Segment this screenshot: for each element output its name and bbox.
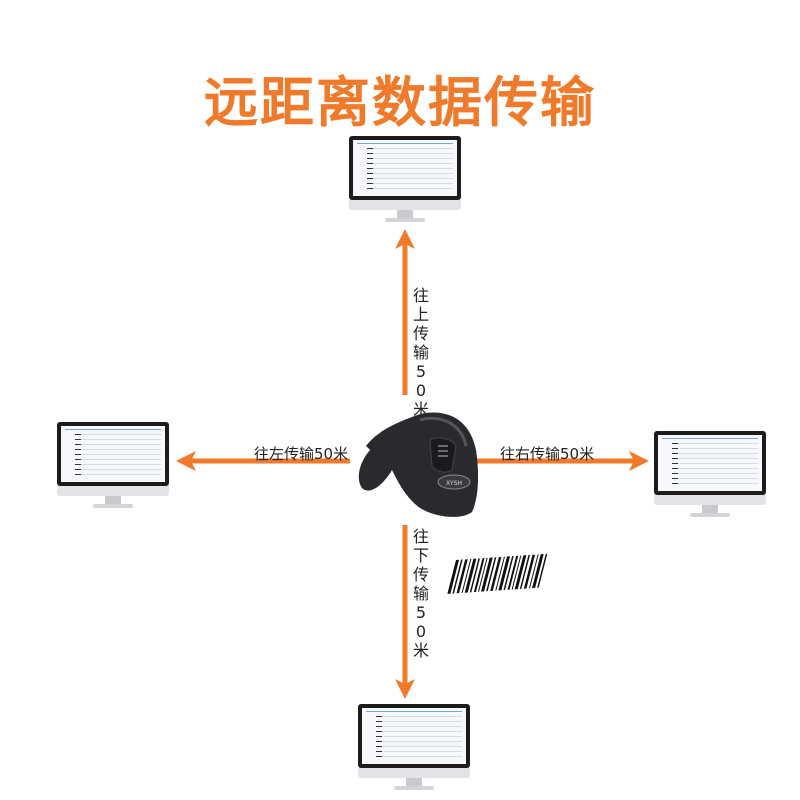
page-title: 远距离数据传输 (204, 71, 596, 134)
desktop-monitor-icon (654, 431, 766, 495)
label-right: 往右传输50米 (500, 445, 595, 463)
monitor-top (349, 136, 461, 224)
monitor-right (654, 431, 766, 519)
label-down: 往下传输50米 (412, 527, 429, 660)
monitor-bottom (358, 704, 470, 794)
label-up: 往上传输50米 (412, 286, 429, 419)
monitor-left (57, 422, 169, 510)
desktop-monitor-icon (349, 136, 461, 200)
desktop-monitor-icon (57, 422, 169, 486)
label-left: 往左传输50米 (254, 445, 349, 463)
desktop-monitor-icon (358, 704, 470, 768)
scanner-brand-logo: XYSH (446, 480, 462, 487)
